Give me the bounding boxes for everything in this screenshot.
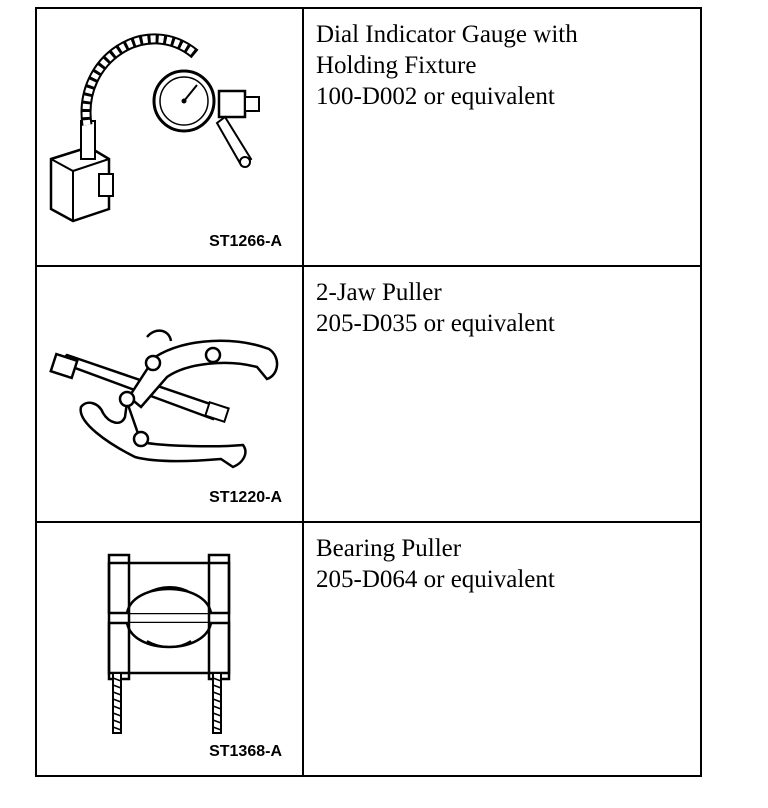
- dial-indicator-gauge-icon: [49, 33, 260, 223]
- tool-part-number: 205-D064 or equivalent: [316, 566, 555, 593]
- tool-row-2-jaw-puller: ST1220-A 2-Jaw Puller 205-D035 or equiva…: [37, 267, 700, 523]
- tool-name-line: Bearing Puller: [316, 535, 462, 562]
- tool-name-line: Dial Indicator Gauge with: [316, 21, 578, 48]
- tool-description: 2-Jaw Puller 205-D035 or equivalent: [306, 267, 700, 521]
- tool-row-bearing-puller: ST1368-A Bearing Puller 205-D064 or equi…: [37, 523, 700, 775]
- illustration-code: ST1368-A: [209, 743, 282, 760]
- tool-illustration-cell: ST1266-A: [37, 9, 304, 265]
- tool-illustration-cell: ST1220-A: [37, 267, 304, 521]
- tool-illustration-cell: ST1368-A: [37, 523, 304, 775]
- illustration-code: ST1266-A: [209, 233, 282, 250]
- bearing-puller-icon: [107, 553, 231, 734]
- two-jaw-puller-icon: [49, 329, 279, 469]
- tool-description: Dial Indicator Gauge with Holding Fixtur…: [306, 9, 700, 265]
- tool-row-dial-indicator: ST1266-A Dial Indicator Gauge with Holdi…: [37, 9, 700, 267]
- special-tools-table: ST1266-A Dial Indicator Gauge with Holdi…: [35, 7, 702, 777]
- tool-part-number: 100-D002 or equivalent: [316, 83, 555, 110]
- tool-name-line: Holding Fixture: [316, 52, 477, 79]
- tool-description: Bearing Puller 205-D064 or equivalent: [306, 523, 700, 775]
- illustration-code: ST1220-A: [209, 489, 282, 506]
- tool-part-number: 205-D035 or equivalent: [316, 310, 555, 337]
- tool-name-line: 2-Jaw Puller: [316, 279, 442, 306]
